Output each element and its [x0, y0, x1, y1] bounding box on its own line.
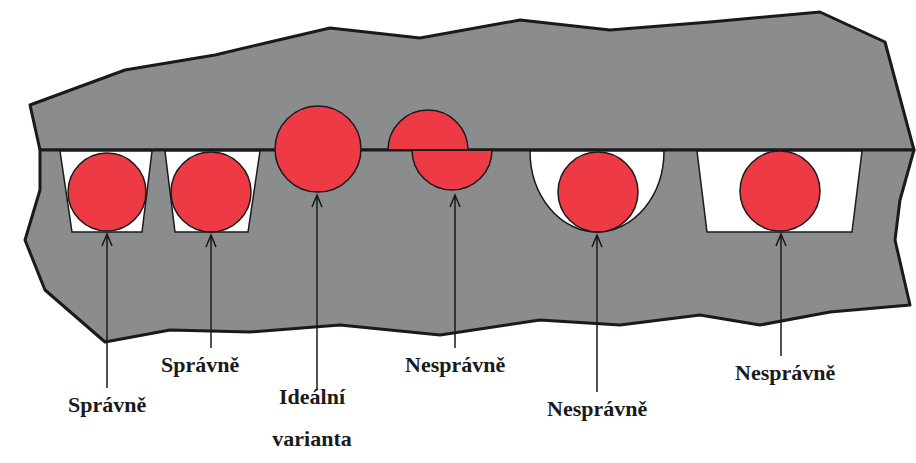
label-text: Ideální varianta	[257, 376, 367, 460]
label-text: Nesprávně	[547, 396, 647, 422]
label-text: Správně	[161, 352, 239, 378]
o-ring	[740, 151, 820, 231]
o-ring	[68, 153, 146, 231]
groove	[697, 151, 862, 232]
upper-part	[30, 12, 914, 150]
parting-line	[388, 149, 492, 151]
leader-arrow	[776, 234, 786, 356]
groove	[530, 151, 664, 232]
o-ring	[275, 106, 361, 192]
o-ring-lower-half	[412, 150, 492, 190]
label-text: Nesprávně	[405, 352, 505, 378]
leader-arrow	[450, 195, 460, 348]
groove	[165, 151, 260, 232]
o-ring	[558, 152, 638, 232]
leader-arrow	[102, 234, 112, 388]
leader-arrow	[206, 235, 216, 348]
leader-arrows	[102, 195, 786, 392]
o-ring	[171, 152, 251, 232]
o-ring-upper-half	[388, 110, 468, 150]
label-text: Nesprávně	[735, 360, 835, 386]
label-text: Správně	[68, 392, 146, 418]
leader-arrow	[592, 235, 602, 392]
leader-arrow	[312, 195, 322, 390]
groove	[60, 151, 152, 232]
